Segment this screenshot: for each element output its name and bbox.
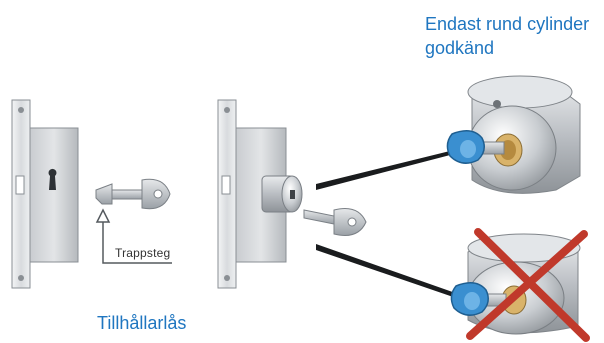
zoom-lines bbox=[316, 150, 464, 300]
cylinder-key-icon bbox=[303, 208, 367, 236]
lever-lock-icon bbox=[11, 99, 79, 289]
rejected-blue-key-icon bbox=[450, 282, 507, 316]
approved-caption-line-1: Endast rund cylinder bbox=[425, 14, 590, 34]
lever-key-icon bbox=[95, 178, 171, 210]
approved-caption-line-2: godkänd bbox=[425, 38, 495, 58]
approved-round-cylinder-icon bbox=[467, 75, 581, 194]
lever-lock-caption: Tillhållarlås bbox=[97, 313, 187, 333]
cylinder-lock-icon bbox=[217, 99, 303, 289]
approved-cylinder-caption: Endast rund cylinder godkänd bbox=[425, 12, 604, 60]
step-label: Trappsteg bbox=[115, 246, 171, 260]
approved-blue-key-icon bbox=[446, 130, 505, 164]
step-pointer bbox=[95, 208, 172, 264]
red-cross-icon bbox=[466, 228, 590, 342]
